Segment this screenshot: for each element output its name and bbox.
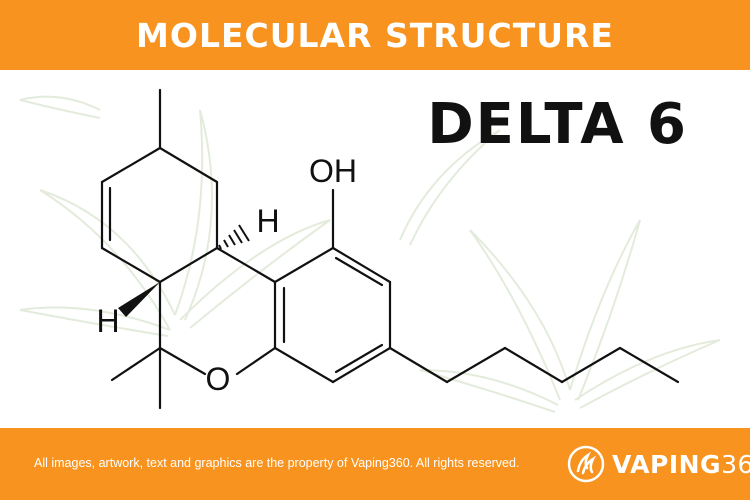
oxygen-label: O (206, 361, 231, 397)
vaping360-flame-icon (567, 445, 605, 483)
solid-wedge-bond (118, 282, 160, 317)
molecule-diagram: OH O H H (96, 88, 680, 410)
footer-banner: All images, artwork, text and graphics a… (0, 428, 750, 500)
cannabis-leaf-icon (19, 95, 721, 413)
hydrogen-top-label: H (256, 203, 279, 239)
hydroxyl-label: OH (309, 153, 357, 189)
brand-wordmark: VAPING360 (612, 450, 750, 479)
brand-logo[interactable]: VAPING360 (566, 442, 750, 486)
hashed-wedge-bond (218, 224, 250, 250)
hydrogen-left-label: H (96, 303, 119, 339)
brand-number: 360 (721, 449, 750, 479)
brand-word: VAPING (612, 449, 722, 479)
compound-name: DELTA 6 (427, 92, 688, 157)
header-banner: MOLECULAR STRUCTURE (0, 0, 750, 70)
copyright-text: All images, artwork, text and graphics a… (34, 456, 520, 470)
bond-lines (100, 88, 680, 410)
diagram-area: OH O H H DELTA 6 (0, 70, 750, 428)
header-title: MOLECULAR STRUCTURE (136, 15, 614, 55)
